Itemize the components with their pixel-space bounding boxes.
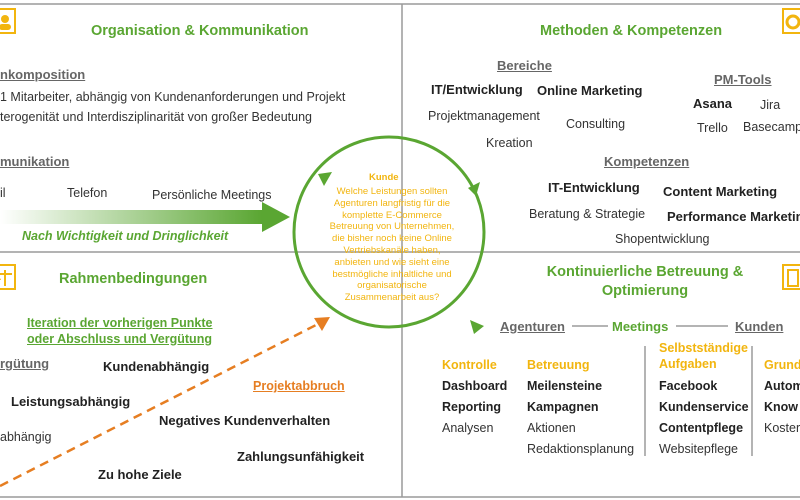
document-icon	[782, 264, 800, 290]
bereich-consulting: Consulting	[566, 117, 626, 131]
teamkomposition-heading: nkomposition	[0, 67, 86, 82]
grund-heading: Grund	[764, 358, 800, 372]
cycle-arrowhead-bottom-right	[470, 320, 484, 334]
kontrolle-analysen: Analysen	[442, 421, 494, 435]
scale-icon	[0, 264, 16, 290]
projektabbruch-heading: Projektabbruch	[253, 379, 345, 393]
abbruch-zu-hohe-ziele: Zu hohe Ziele	[98, 467, 182, 482]
center-title: Kunde	[369, 172, 399, 183]
betreuung-optimierung-title: Kontinuierliche Betreuung & Optimierung	[546, 264, 744, 299]
bereich-it-entwicklung: IT/Entwicklung	[431, 82, 523, 97]
pm-tool-basecamp: Basecamp	[743, 120, 800, 134]
betreuung-heading: Betreuung	[527, 358, 590, 372]
pm-tools-heading: PM-Tools	[714, 72, 772, 87]
priority-arrow-label: Nach Wichtigkeit und Dringlichkeit	[22, 229, 229, 243]
betreuung-redaktionsplanung: Redaktionsplanung	[527, 442, 635, 456]
pm-tool-trello: Trello	[697, 121, 728, 135]
teamkomposition-line-1: 1 Mitarbeiter, abhängig von Kundenanford…	[0, 90, 346, 104]
bereiche-heading: Bereiche	[497, 58, 552, 73]
kontrolle-heading: Kontrolle	[442, 358, 497, 372]
org-kommunikation-title: Organisation & Kommunikation	[91, 23, 309, 39]
verguetung-heading: rgütung	[0, 356, 50, 371]
kompetenz-shopentwicklung: Shopentwicklung	[615, 232, 710, 246]
bereich-online-marketing: Online Marketing	[537, 83, 643, 98]
pm-tool-jira: Jira	[760, 98, 781, 112]
kompetenz-it-entwicklung: IT-Entwicklung	[548, 180, 640, 195]
methoden-kompetenzen-title: Methoden & Kompetenzen	[540, 23, 723, 39]
gear-icon	[782, 8, 800, 34]
abbruch-zahlungsunfaehigkeit: Zahlungsunfähigkeit	[237, 449, 365, 464]
cycle-arrowhead-top-left	[318, 172, 332, 186]
aufgabe-websitepflege: Websitepflege	[659, 442, 738, 456]
kompetenz-content-marketing: Content Marketing	[663, 184, 778, 199]
betreuung-meilensteine: Meilensteine	[527, 379, 603, 393]
teamkomposition-line-2: terogenität und Interdisziplinarität von…	[0, 110, 312, 124]
cycle-arrowhead-top-right	[468, 182, 480, 196]
bereich-projektmanagement: Projektmanagement	[428, 109, 540, 123]
person-icon	[0, 8, 16, 34]
bereich-kreation: Kreation	[486, 136, 533, 150]
kompetenz-beratung-strategie: Beratung & Strategie	[529, 207, 646, 221]
aufgabe-contentpflege: Contentpflege	[659, 421, 744, 435]
kommunikation-item-email: il	[0, 186, 6, 200]
rahmenbedingungen-title: Rahmenbedingungen	[59, 271, 208, 287]
abbruch-negatives-kundenverhalten: Negatives Kundenverhalten	[159, 413, 331, 428]
kontrolle-dashboard: Dashboard	[442, 379, 508, 393]
grund-know: Know	[764, 400, 799, 414]
kompetenz-performance-marketing: Performance Marketing	[667, 209, 800, 224]
priority-arrow	[0, 202, 290, 232]
flow-agenturen: Agenturen	[500, 319, 565, 334]
aufgabe-facebook: Facebook	[659, 379, 718, 393]
flow-meetings: Meetings	[612, 319, 669, 334]
center-cycle	[292, 135, 486, 334]
kommunikation-heading: munikation	[0, 154, 70, 169]
verguetung-abhaengig: abhängig	[0, 430, 52, 444]
aufgabe-kundenservice: Kundenservice	[659, 400, 749, 414]
verguetung-kundenabhaengig: Kundenabhängig	[103, 359, 210, 374]
kommunikation-item-telefon: Telefon	[67, 186, 108, 200]
selbststaendige-aufgaben-heading: Selbstständige Aufgaben	[659, 341, 748, 371]
betreuung-aktionen: Aktionen	[527, 421, 576, 435]
iteration-label: Iteration der vorherigen Punkte oder Abs…	[27, 316, 213, 346]
grund-autom: Autom	[764, 379, 800, 393]
kontrolle-reporting: Reporting	[442, 400, 502, 414]
grund-koster: Koster	[764, 421, 800, 435]
betreuung-kampagnen: Kampagnen	[527, 400, 599, 414]
pm-tool-asana: Asana	[693, 96, 733, 111]
iteration-arrow	[0, 317, 330, 488]
flow-kunden: Kunden	[735, 319, 784, 334]
center-question: Welche Leistungen sollten Agenturen lang…	[329, 186, 455, 304]
verguetung-leistungsabhaengig: Leistungsabhängig	[11, 394, 131, 409]
kommunikation-item-meetings: Persönliche Meetings	[152, 188, 272, 202]
kompetenzen-heading: Kompetenzen	[604, 154, 690, 169]
